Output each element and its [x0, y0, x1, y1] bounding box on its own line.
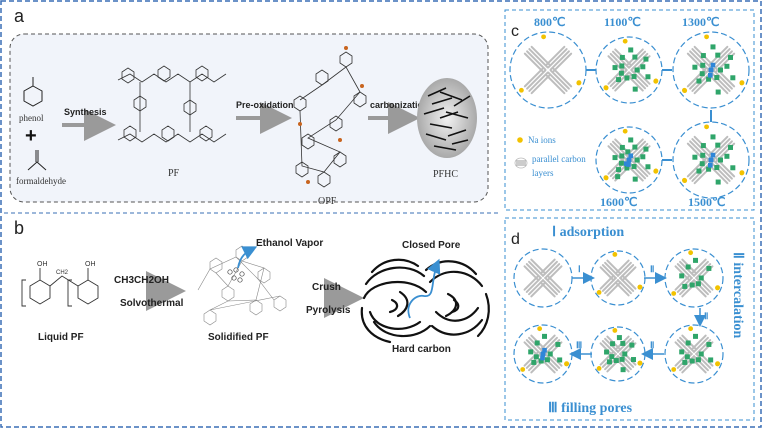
panel-c-circles — [509, 31, 750, 199]
synthesis-label: Synthesis — [64, 107, 107, 117]
filling-pores-label: Ⅲ filling pores — [548, 401, 633, 416]
preoxidation-label: Pre-oxidation — [236, 100, 294, 110]
panel-a-letter: a — [14, 6, 25, 26]
phenol-structure — [23, 77, 43, 107]
legend-layers-label-1: parallel carbon — [532, 154, 586, 164]
carbonization-label: carbonization — [370, 100, 429, 110]
panel-c-legend: Na ions parallel carbon layers — [514, 135, 586, 178]
panel-c-connectors — [586, 69, 712, 161]
formaldehyde-label: formaldehyde — [16, 176, 66, 186]
legend-layers-label-2: layers — [532, 168, 554, 178]
legend-layers-marker — [514, 157, 528, 169]
arrow-step-1-label: Ⅰ — [578, 264, 581, 274]
solidified-pf-structure — [197, 245, 287, 326]
temp-1600: 1600℃ — [600, 195, 637, 209]
d-circle-5 — [590, 326, 646, 382]
panel-d-letter: d — [511, 231, 520, 248]
opf-oxygen-groups — [298, 46, 364, 184]
temp-1500: 1500℃ — [688, 195, 725, 209]
temp-800: 800℃ — [534, 15, 565, 29]
c-circle-1300 — [672, 31, 750, 109]
vapor-arrow — [237, 246, 258, 269]
solidified-pf-label: Solidified PF — [208, 332, 269, 343]
liquid-pf-label: Liquid PF — [38, 332, 84, 343]
temp-1100: 1100℃ — [604, 15, 641, 29]
svg-text:CH2: CH2 — [56, 270, 69, 276]
legend-na-marker — [517, 137, 523, 143]
arrow-step-2-label: Ⅱ — [650, 264, 654, 274]
panel-c-letter: c — [511, 23, 519, 40]
panel-d-circles — [513, 248, 724, 384]
arrow-step-2b-label: Ⅱ — [704, 311, 708, 321]
panel-d-box — [504, 217, 755, 421]
formaldehyde-structure — [27, 150, 47, 171]
liquid-pf-structure — [21, 268, 99, 307]
panel-c-box — [504, 9, 755, 211]
panel-d-connectors: Ⅰ Ⅱ Ⅱ Ⅱ Ⅲ — [569, 264, 708, 360]
d-circle-6 — [513, 324, 573, 384]
svg-text:OH: OH — [37, 261, 48, 268]
pf-structure — [117, 65, 227, 143]
panel-c: c 800℃ 1100℃ 1300℃ 1600℃ 1500℃ Na ions p… — [504, 9, 755, 211]
c-circle-1600 — [595, 126, 663, 194]
pf-label: PF — [168, 168, 180, 179]
reagent-condition: Solvothermal — [120, 298, 184, 309]
closed-pore-label: Closed Pore — [402, 240, 461, 251]
svg-text:OH: OH — [85, 261, 96, 268]
panel-b-letter: b — [14, 218, 24, 238]
arrow-step-3b-label: Ⅱ — [650, 340, 654, 350]
panel-d: d Ⅰ adsorption Ⅲ filling pores Ⅱ interca… — [504, 217, 755, 421]
temp-1300: 1300℃ — [682, 15, 719, 29]
c-circle-1100 — [595, 36, 663, 104]
pfhc-label: PFHC — [433, 169, 458, 180]
c-circle-800 — [509, 31, 587, 109]
d-circle-1 — [513, 248, 573, 308]
intercalation-label: Ⅱ intercalation — [730, 252, 745, 339]
arrow-step-3-label: Ⅲ — [576, 340, 582, 350]
ethanol-vapor-label: Ethanol Vapor — [256, 238, 323, 249]
legend-na-label: Na ions — [528, 135, 556, 145]
d-circle-4 — [664, 324, 724, 384]
adsorption-label: Ⅰ adsorption — [552, 225, 624, 240]
d-circle-3 — [664, 248, 724, 308]
hard-carbon-label: Hard carbon — [392, 344, 451, 355]
panel-b: b OH OH CH2 Liquid PF CH3CH2OH Solvother… — [14, 218, 490, 355]
ethanol-molecules — [227, 267, 245, 283]
pyrolysis-label: Pyrolysis — [306, 305, 351, 316]
crush-label: Crush — [312, 282, 341, 293]
plus-sign: + — [25, 125, 37, 147]
reagent-label: CH3CH2OH — [114, 275, 169, 286]
c-circle-1500 — [672, 121, 750, 199]
phenol-label: phenol — [19, 113, 44, 123]
d-circle-2 — [590, 250, 646, 306]
opf-structure — [293, 51, 367, 188]
pore-arrow — [407, 258, 441, 319]
opf-label: OPF — [318, 196, 337, 207]
hard-carbon-structure — [360, 258, 490, 344]
panel-a: a phenol + formaldehyde Synthesis — [9, 6, 489, 207]
pfhc-disc — [417, 78, 477, 158]
